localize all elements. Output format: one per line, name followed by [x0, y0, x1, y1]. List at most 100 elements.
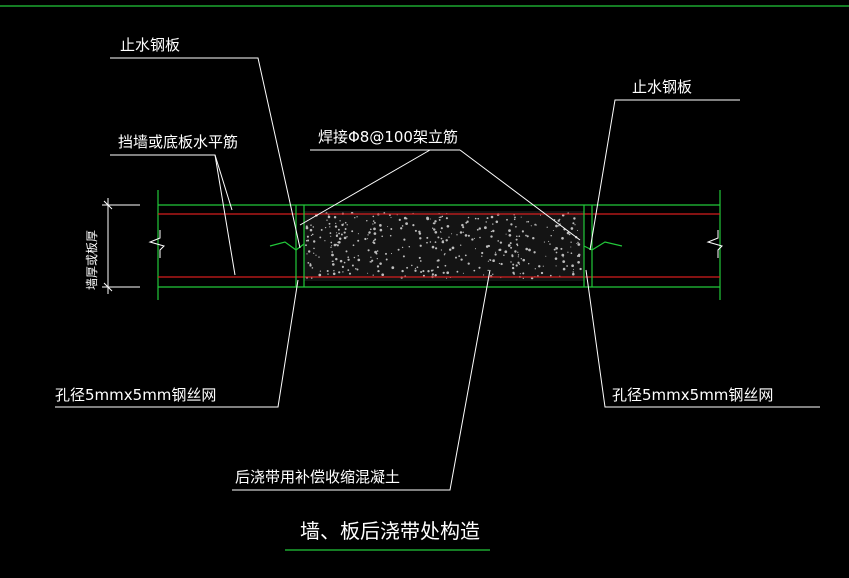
concrete-speck [481, 255, 483, 257]
concrete-speck [520, 258, 522, 260]
concrete-speck [333, 270, 335, 272]
concrete-speck [462, 272, 464, 274]
concrete-speck [305, 244, 307, 247]
concrete-speck [370, 256, 372, 258]
concrete-speck [419, 237, 422, 240]
concrete-speck [500, 262, 503, 266]
concrete-speck [467, 216, 470, 219]
concrete-speck [366, 220, 368, 222]
concrete-speck [333, 215, 337, 219]
concrete-speck [517, 256, 519, 258]
concrete-speck [372, 274, 374, 276]
concrete-speck [560, 247, 563, 250]
concrete-speck [558, 225, 560, 227]
concrete-speck [310, 224, 312, 226]
concrete-speck [372, 223, 374, 225]
concrete-speck [460, 244, 462, 246]
concrete-speck [419, 244, 422, 247]
concrete-speck [490, 230, 493, 233]
post-pour-band [304, 211, 584, 281]
concrete-speck [490, 235, 493, 238]
concrete-speck [515, 238, 518, 241]
concrete-speck [403, 238, 406, 241]
concrete-speck [333, 243, 337, 247]
concrete-speck [402, 255, 405, 258]
concrete-speck [517, 261, 520, 264]
concrete-speck [376, 258, 378, 260]
concrete-speck [381, 273, 385, 277]
concrete-speck [377, 269, 380, 273]
concrete-speck [311, 267, 314, 269]
concrete-speck [555, 247, 558, 250]
horizontal-rebar [158, 213, 720, 278]
concrete-speck [557, 219, 560, 222]
concrete-speck [376, 253, 378, 255]
concrete-speck [368, 232, 370, 234]
concrete-speck [492, 229, 495, 233]
concrete-speck [459, 231, 463, 234]
concrete-speck [464, 234, 468, 237]
concrete-speck [467, 262, 470, 265]
concrete-speck [335, 234, 339, 238]
concrete-speck [474, 248, 477, 250]
concrete-speck [543, 241, 545, 243]
concrete-speck [440, 230, 442, 233]
concrete-speck [516, 235, 518, 237]
concrete-speck [414, 267, 416, 270]
concrete-speck [372, 215, 375, 218]
concrete-speck [516, 243, 519, 246]
break-line-right [706, 230, 723, 258]
concrete-speck [429, 241, 432, 243]
concrete-speck [570, 241, 572, 243]
concrete-speck [473, 237, 475, 239]
concrete-speck [510, 223, 513, 226]
concrete-speck [566, 265, 568, 267]
concrete-speck [471, 238, 474, 241]
concrete-speck [309, 228, 313, 232]
concrete-speck [573, 217, 576, 220]
concrete-speck [526, 235, 529, 238]
concrete-speck [332, 272, 336, 276]
concrete-speck [390, 253, 393, 255]
concrete-speck [517, 251, 519, 253]
concrete-speck [456, 270, 459, 273]
concrete-speck [460, 258, 463, 261]
concrete-speck [367, 234, 369, 236]
concrete-speck [440, 227, 443, 230]
concrete-speck [312, 226, 315, 228]
concrete-speck [483, 274, 485, 276]
concrete-speck [437, 236, 440, 239]
concrete-speck [455, 256, 457, 259]
concrete-speck [514, 216, 516, 219]
concrete-speck [499, 241, 503, 244]
concrete-speck [539, 214, 542, 216]
concrete-speck [568, 233, 571, 236]
concrete-speck [400, 227, 403, 230]
concrete-speck [326, 269, 329, 273]
concrete-speck [440, 231, 442, 233]
concrete-speck [465, 221, 468, 224]
concrete-speck [434, 230, 438, 234]
concrete-speck [336, 244, 339, 247]
concrete-speck [434, 241, 437, 243]
concrete-speck [512, 271, 515, 274]
concrete-speck [337, 228, 340, 231]
concrete-speck [440, 237, 443, 240]
concrete-speck [327, 215, 331, 219]
concrete-speck [418, 232, 422, 235]
concrete-speck [555, 251, 558, 254]
concrete-speck [389, 234, 392, 237]
concrete-speck [341, 265, 344, 268]
concrete-speck [522, 272, 525, 275]
concrete-speck [369, 261, 372, 263]
concrete-speck [511, 266, 515, 270]
concrete-speck [327, 273, 329, 275]
concrete-speck [347, 256, 350, 259]
concrete-speck [497, 240, 500, 242]
concrete-speck [479, 236, 481, 239]
concrete-speck [331, 245, 333, 247]
concrete-speck [495, 220, 499, 224]
concrete-speck [351, 230, 354, 233]
concrete-speck [401, 269, 404, 273]
